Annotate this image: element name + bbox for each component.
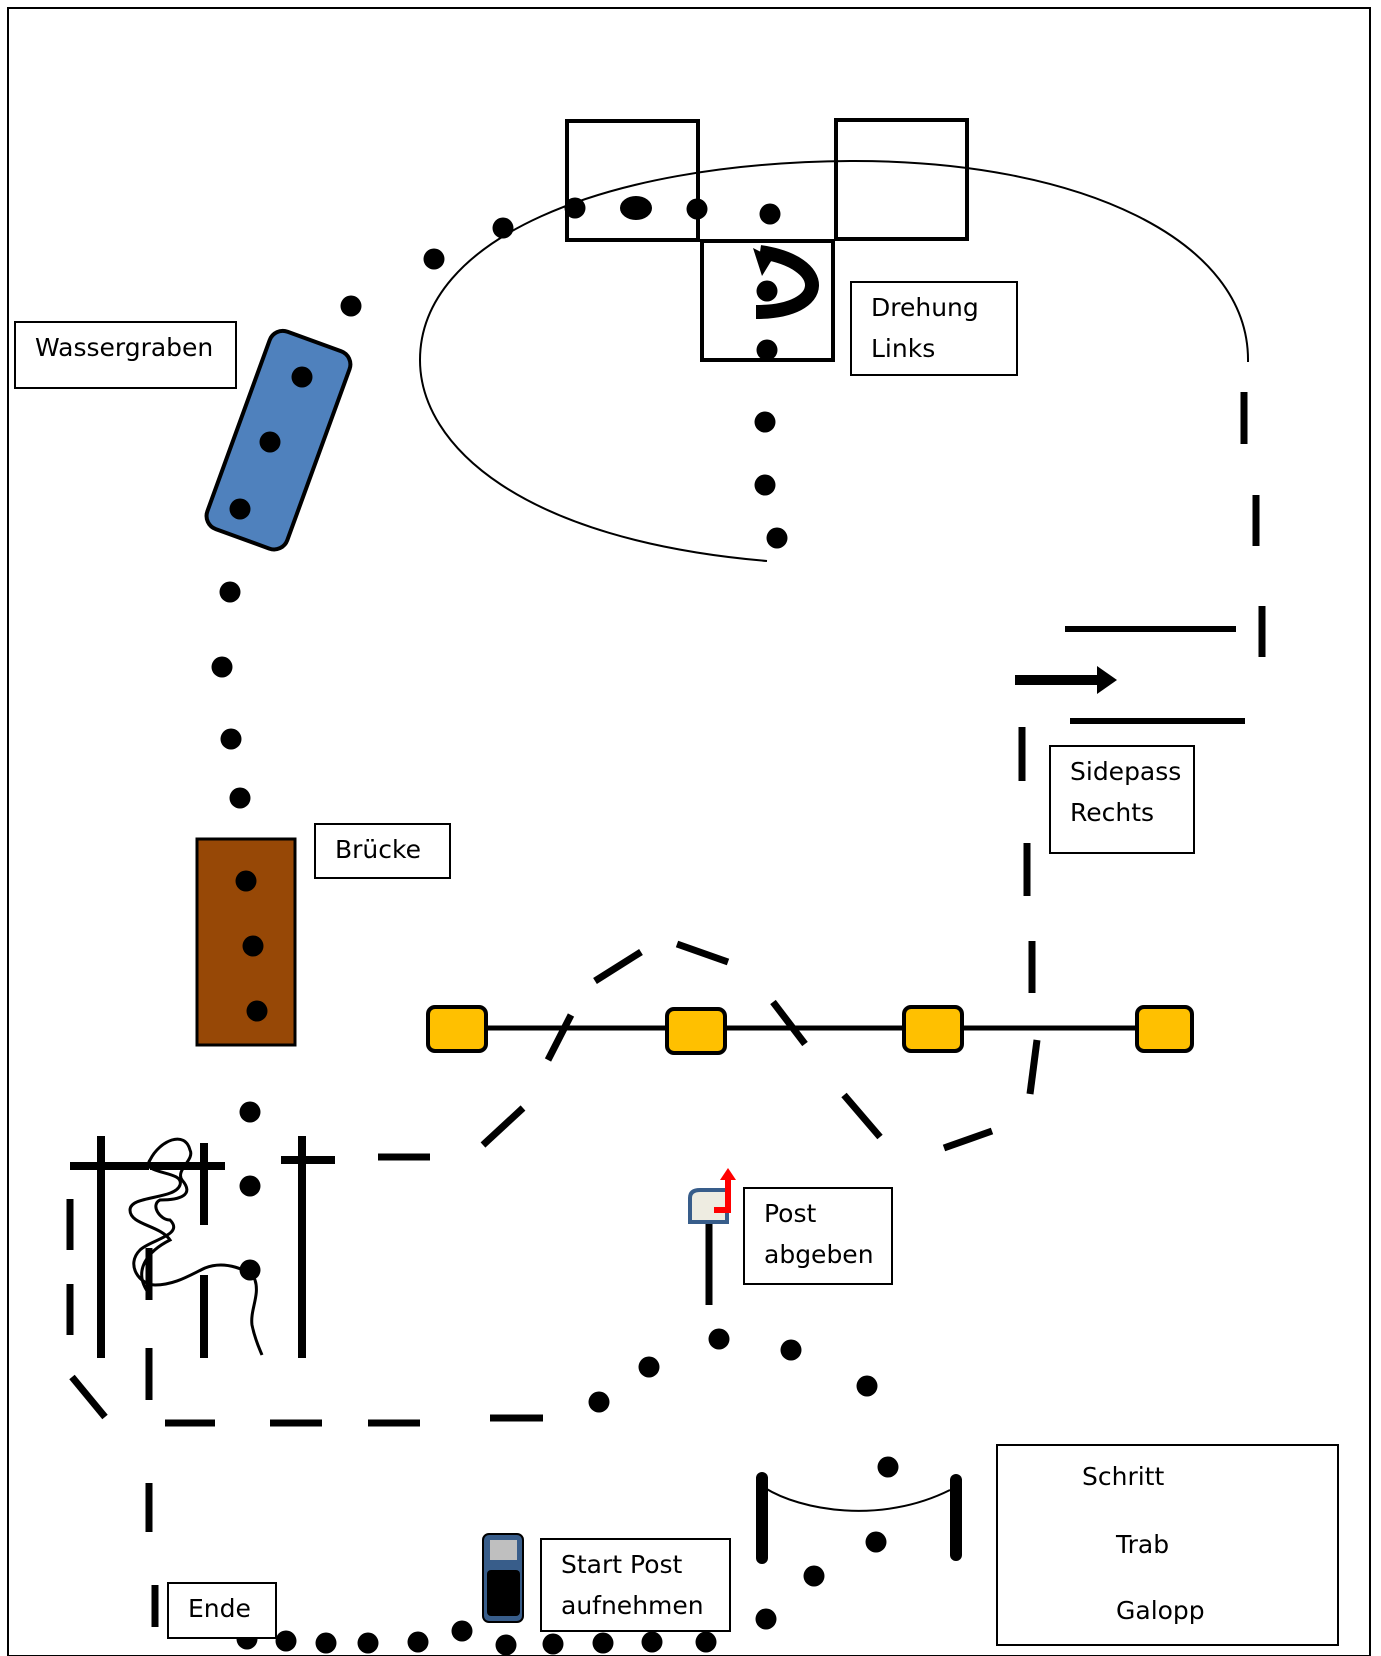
trab-dash-12	[593, 949, 643, 984]
label-start-line2: aufnehmen	[561, 1591, 704, 1620]
trab-dash-7	[1026, 1039, 1041, 1095]
schritt-dot-20	[588, 1391, 610, 1413]
schritt-dot-40	[756, 280, 778, 302]
schritt-dot-2	[275, 1630, 297, 1652]
schritt-dot-42	[754, 411, 776, 433]
label-wassergraben: Wassergraben	[14, 321, 237, 389]
cone-2	[665, 1007, 727, 1055]
label-drehung-links: Drehung Links	[850, 281, 1018, 376]
box-top-left	[565, 119, 700, 242]
schritt-dot-3	[315, 1632, 337, 1654]
schritt-dot-22	[239, 1175, 261, 1197]
galopp-circle-arc	[418, 159, 1250, 562]
schritt-dot-44	[766, 527, 788, 549]
schritt-dot-19	[638, 1356, 660, 1378]
label-sidepass-rechts: Sidepass Rechts	[1049, 745, 1195, 854]
schritt-dot-8	[542, 1633, 564, 1655]
legend-galopp: Galopp	[1116, 1596, 1205, 1625]
sidepass-poles	[1065, 626, 1245, 724]
schritt-dot-16	[856, 1375, 878, 1397]
turn-left-arrow-icon	[753, 245, 819, 319]
label-start-line1: Start Post	[561, 1550, 683, 1579]
schritt-dot-33	[291, 366, 313, 388]
schritt-dot-32	[259, 431, 281, 453]
sidepass-arrow-icon	[1015, 666, 1117, 694]
schritt-dot-9	[592, 1632, 614, 1654]
label-post-abgeben: Post abgeben	[743, 1187, 893, 1285]
label-ende: Ende	[167, 1582, 277, 1639]
cone-line	[426, 1005, 1194, 1055]
legend-schritt: Schritt	[1082, 1462, 1165, 1491]
label-post-line1: Post	[764, 1199, 817, 1228]
schritt-dot-17	[780, 1339, 802, 1361]
schritt-dot-15	[877, 1456, 899, 1478]
schritt-dot-43	[754, 474, 776, 496]
phone-icon	[482, 1533, 524, 1623]
label-start-post-aufnehmen: Start Post aufnehmen	[540, 1538, 731, 1632]
mailbox-icon	[688, 1168, 736, 1305]
trab-dash-8	[942, 1127, 994, 1152]
start-gate	[756, 1472, 962, 1564]
schritt-dot-7	[495, 1634, 517, 1656]
trab-dash-11	[675, 940, 730, 966]
label-wassergraben-text: Wassergraben	[35, 333, 214, 362]
label-ende-text: Ende	[188, 1594, 251, 1623]
schritt-dot-30	[219, 581, 241, 603]
trab-dashes	[66, 392, 1266, 1627]
box-top-right	[834, 118, 969, 241]
label-drehung-line1: Drehung	[871, 293, 979, 322]
schritt-dot-4	[357, 1632, 379, 1654]
label-sidepass-line2: Rechts	[1070, 798, 1155, 827]
trab-dash-10	[770, 999, 808, 1047]
label-drehung-line2: Links	[871, 334, 936, 363]
schritt-dot-14	[865, 1531, 887, 1553]
schritt-dot-25	[242, 935, 264, 957]
schritt-dot-21	[239, 1259, 261, 1281]
label-post-line2: abgeben	[764, 1240, 874, 1269]
label-bruecke: Brücke	[314, 823, 451, 879]
label-bruecke-text: Brücke	[335, 835, 421, 864]
cone-3	[902, 1005, 964, 1053]
labyrinth-poles	[70, 1136, 335, 1358]
schritt-dot-26	[235, 870, 257, 892]
schritt-dot-38	[686, 198, 708, 220]
cone-1	[426, 1005, 488, 1053]
schritt-dot-28	[220, 728, 242, 750]
schritt-dot-34	[340, 295, 362, 317]
schritt-dot-39	[759, 203, 781, 225]
schritt-dot-11	[695, 1631, 717, 1653]
schritt-dot-6	[451, 1620, 473, 1642]
schritt-dot-31	[229, 498, 251, 520]
trab-dash-14	[480, 1105, 526, 1148]
schritt-dot-18	[708, 1328, 730, 1350]
schritt-dot-24	[246, 1000, 268, 1022]
trab-dash-13	[544, 1013, 575, 1062]
schritt-dots	[211, 196, 899, 1656]
schritt-dot-36	[492, 217, 514, 239]
schritt-dot-29	[211, 656, 233, 678]
schritt-dot-5	[407, 1631, 429, 1653]
trab-dash-9	[841, 1092, 883, 1140]
schritt-dot-35	[423, 248, 445, 270]
labyrinth-squiggle	[128, 1137, 264, 1356]
schritt-dot-23	[239, 1101, 261, 1123]
schritt-dot-oval	[620, 196, 652, 220]
schritt-dot-41	[756, 339, 778, 361]
label-sidepass-line1: Sidepass	[1070, 757, 1182, 786]
schritt-dot-12	[755, 1608, 777, 1630]
page-frame	[7, 7, 1371, 1656]
trab-dash-18	[69, 1374, 108, 1420]
cone-4	[1135, 1005, 1194, 1053]
schritt-dot-37	[564, 197, 586, 219]
legend: Schritt Trab Galopp	[996, 1444, 1339, 1646]
schritt-dot-27	[229, 787, 251, 809]
legend-trab: Trab	[1116, 1530, 1170, 1559]
schritt-dot-13	[803, 1565, 825, 1587]
schritt-dot-10	[641, 1631, 663, 1653]
